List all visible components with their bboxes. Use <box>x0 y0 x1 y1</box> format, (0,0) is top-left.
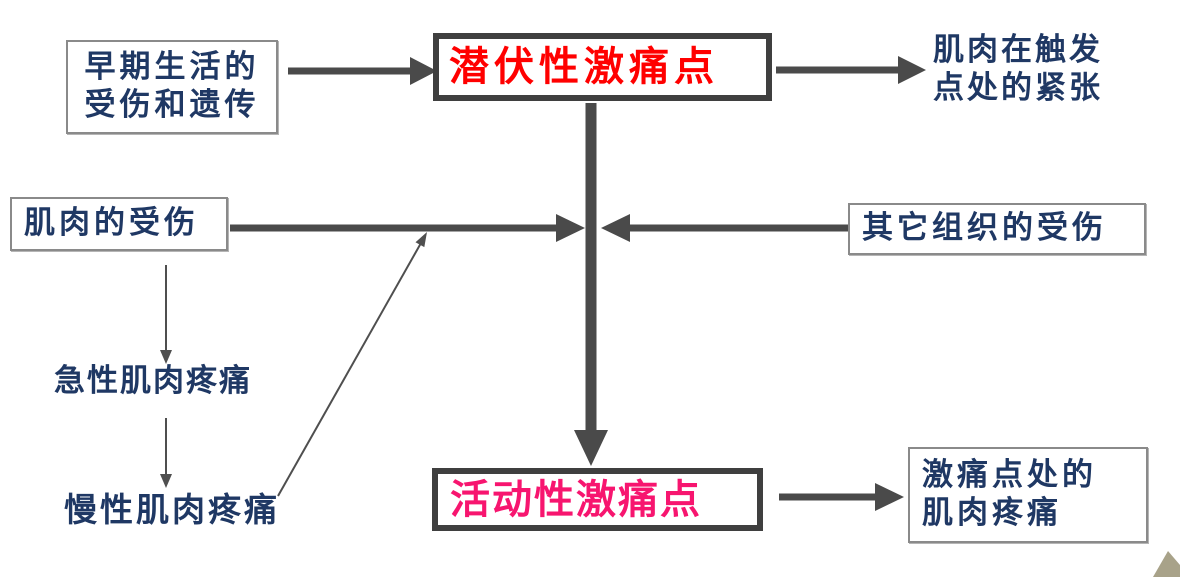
arrow-other-tissue-to-center-head <box>601 214 630 242</box>
node-early-life-line2: 受伤和遗传 <box>84 87 260 123</box>
node-muscle-injury-label: 肌肉的受伤 <box>24 205 199 242</box>
node-muscle-tension-line2: 点处的紧张 <box>933 70 1103 106</box>
node-chronic-muscle-pain-label: 慢性肌肉疼痛 <box>64 490 280 529</box>
node-active-trigger-point-label: 活动性激痛点 <box>450 475 702 523</box>
arrow-chronic-to-center-head <box>415 232 427 248</box>
node-latent-trigger-point: 潜伏性激痛点 <box>433 33 772 101</box>
node-latent-trigger-point-label: 潜伏性激痛点 <box>449 43 719 90</box>
node-muscle-tension: 肌肉在触发 点处的紧张 <box>928 28 1108 112</box>
arrow-early-to-latent-head <box>410 57 437 85</box>
arrow-acute-to-chronic-head <box>160 474 172 488</box>
corner-decoration-triangle <box>1153 551 1180 577</box>
node-trigger-point-pain: 激痛点处的 肌肉疼痛 <box>908 447 1148 543</box>
node-chronic-muscle-pain: 慢性肌肉疼痛 <box>64 490 280 530</box>
node-early-life-line1: 早期生活的 <box>84 49 260 86</box>
arrow-injury-to-acute-head <box>160 350 172 364</box>
arrow-active-to-pain-head <box>875 483 904 511</box>
node-other-tissue-injury-label: 其它组织的受伤 <box>862 210 1107 247</box>
node-active-trigger-point: 活动性激痛点 <box>432 468 763 531</box>
arrow-chronic-to-center-line <box>277 242 422 497</box>
node-muscle-tension-line1: 肌肉在触发 <box>933 32 1103 69</box>
node-trigger-point-pain-line1: 激痛点处的 <box>922 457 1097 494</box>
node-muscle-injury: 肌肉的受伤 <box>10 197 228 251</box>
arrow-latent-to-active-head <box>574 430 608 466</box>
node-acute-muscle-pain-label: 急性肌肉疼痛 <box>54 363 252 399</box>
node-other-tissue-injury: 其它组织的受伤 <box>848 203 1146 255</box>
arrow-latent-to-tension-head <box>898 56 926 84</box>
node-acute-muscle-pain: 急性肌肉疼痛 <box>54 363 252 401</box>
node-early-life-injury: 早期生活的 受伤和遗传 <box>66 40 278 134</box>
arrow-muscle-injury-to-center-head <box>556 214 585 242</box>
node-trigger-point-pain-line2: 肌肉疼痛 <box>922 495 1062 531</box>
